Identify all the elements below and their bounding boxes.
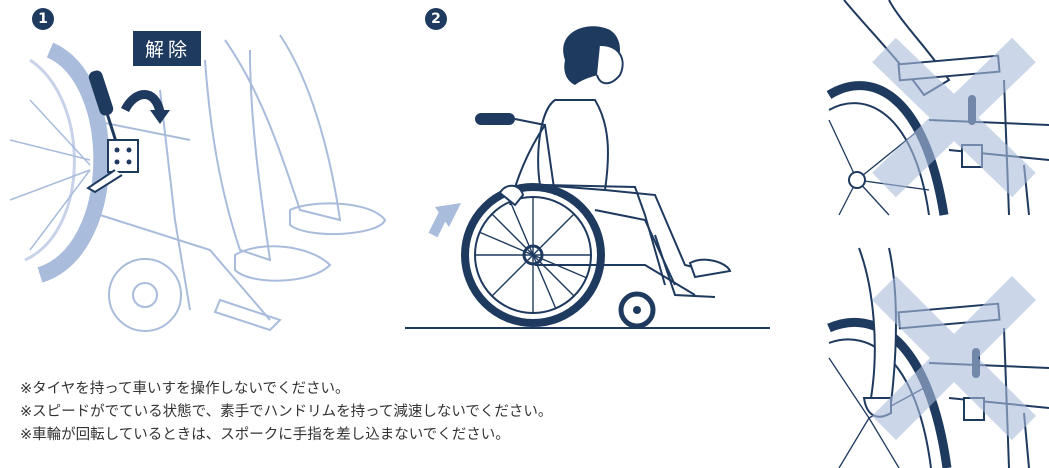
warning-illustration-bottom: [827, 247, 1049, 468]
release-label: 解除: [133, 31, 202, 66]
caution-notes: ※タイヤを持って車いすを操作しないでください。 ※スピードがでている状態で、素手…: [20, 378, 552, 447]
step-2-illustration: [405, 26, 770, 329]
warning-illustration-top: [826, 0, 1049, 216]
caution-note-2: ※スピードがでている状態で、素手でハンドリムを持って減速しないでください。: [20, 404, 553, 420]
step-1-illustration: [9, 34, 387, 332]
caution-note-3: ※車輪が回転しているときは、スポークに手指を差し込まないでください。: [20, 427, 510, 443]
step-2-number: 2: [425, 8, 447, 30]
step-1-number: 1: [32, 8, 54, 30]
caution-note-1: ※タイヤを持って車いすを操作しないでください。: [20, 381, 350, 397]
